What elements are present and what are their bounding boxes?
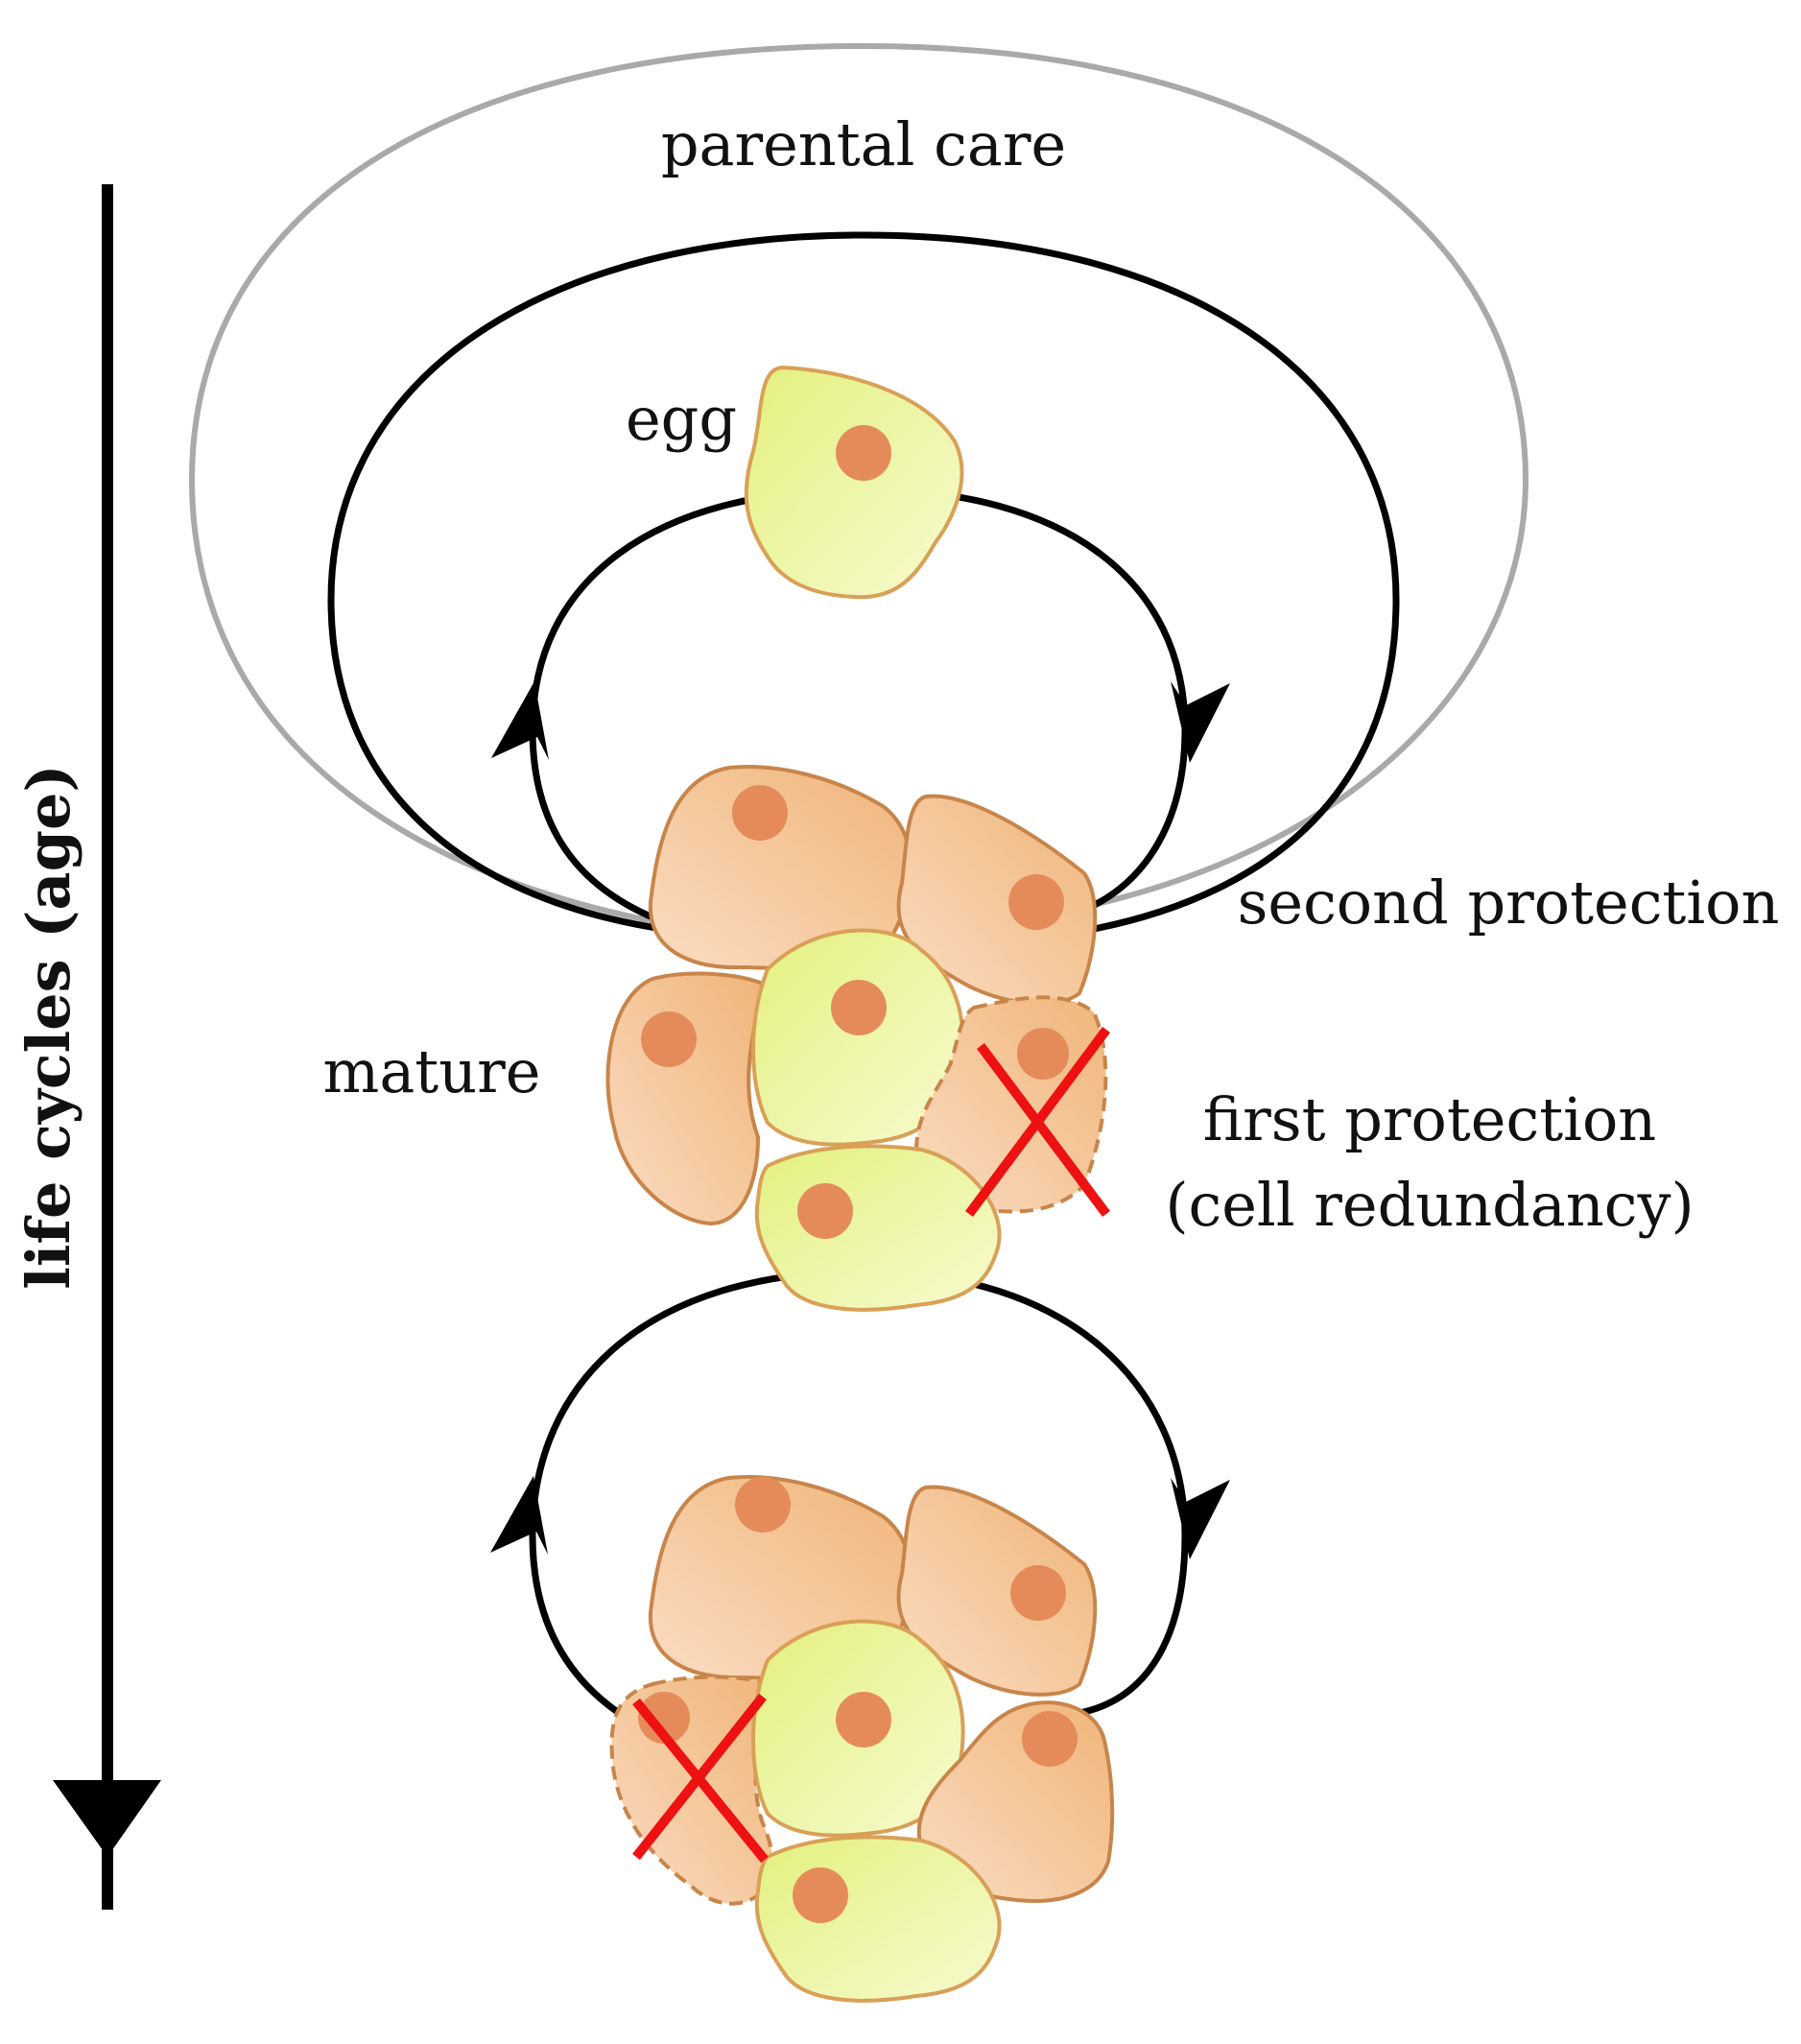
second-protection-label: second protection	[1238, 868, 1780, 938]
egg-cell	[744, 365, 964, 600]
upper-organism	[605, 765, 1111, 1312]
cross-mark-icon	[964, 1027, 1111, 1217]
dead-soma-cell	[913, 995, 1108, 1214]
egg-label: egg	[626, 384, 737, 454]
germ-cell	[754, 1835, 1002, 2003]
upper-cycle-arrowhead-down	[1171, 681, 1230, 763]
soma-cell	[605, 971, 766, 1226]
soma-cell	[916, 1700, 1115, 1903]
soma-cell	[896, 794, 1098, 1006]
first-protection-label: first protection	[1203, 1084, 1656, 1154]
germ-cell	[754, 1144, 1002, 1312]
parental-care-loop	[188, 42, 1529, 925]
cross-mark-icon	[632, 1693, 769, 1864]
soma-cell	[896, 1485, 1098, 1697]
lower-cycle-arrowhead-down	[1171, 1478, 1230, 1559]
cell-redundancy-label: (cell redundancy)	[1165, 1170, 1694, 1240]
mature-label: mature	[323, 1036, 541, 1106]
parental-care-label: parental care	[661, 109, 1066, 179]
age-axis-arrowhead	[53, 1780, 161, 1857]
upper-cycle-arrowhead-up	[491, 681, 549, 760]
germ-cell	[751, 1619, 965, 1838]
lower-organism	[609, 1475, 1115, 2003]
age-axis-label: life cycles (age)	[13, 764, 83, 1289]
second-protection-loop	[327, 231, 1400, 933]
lower-cycle-arrowhead-up	[490, 1476, 548, 1555]
